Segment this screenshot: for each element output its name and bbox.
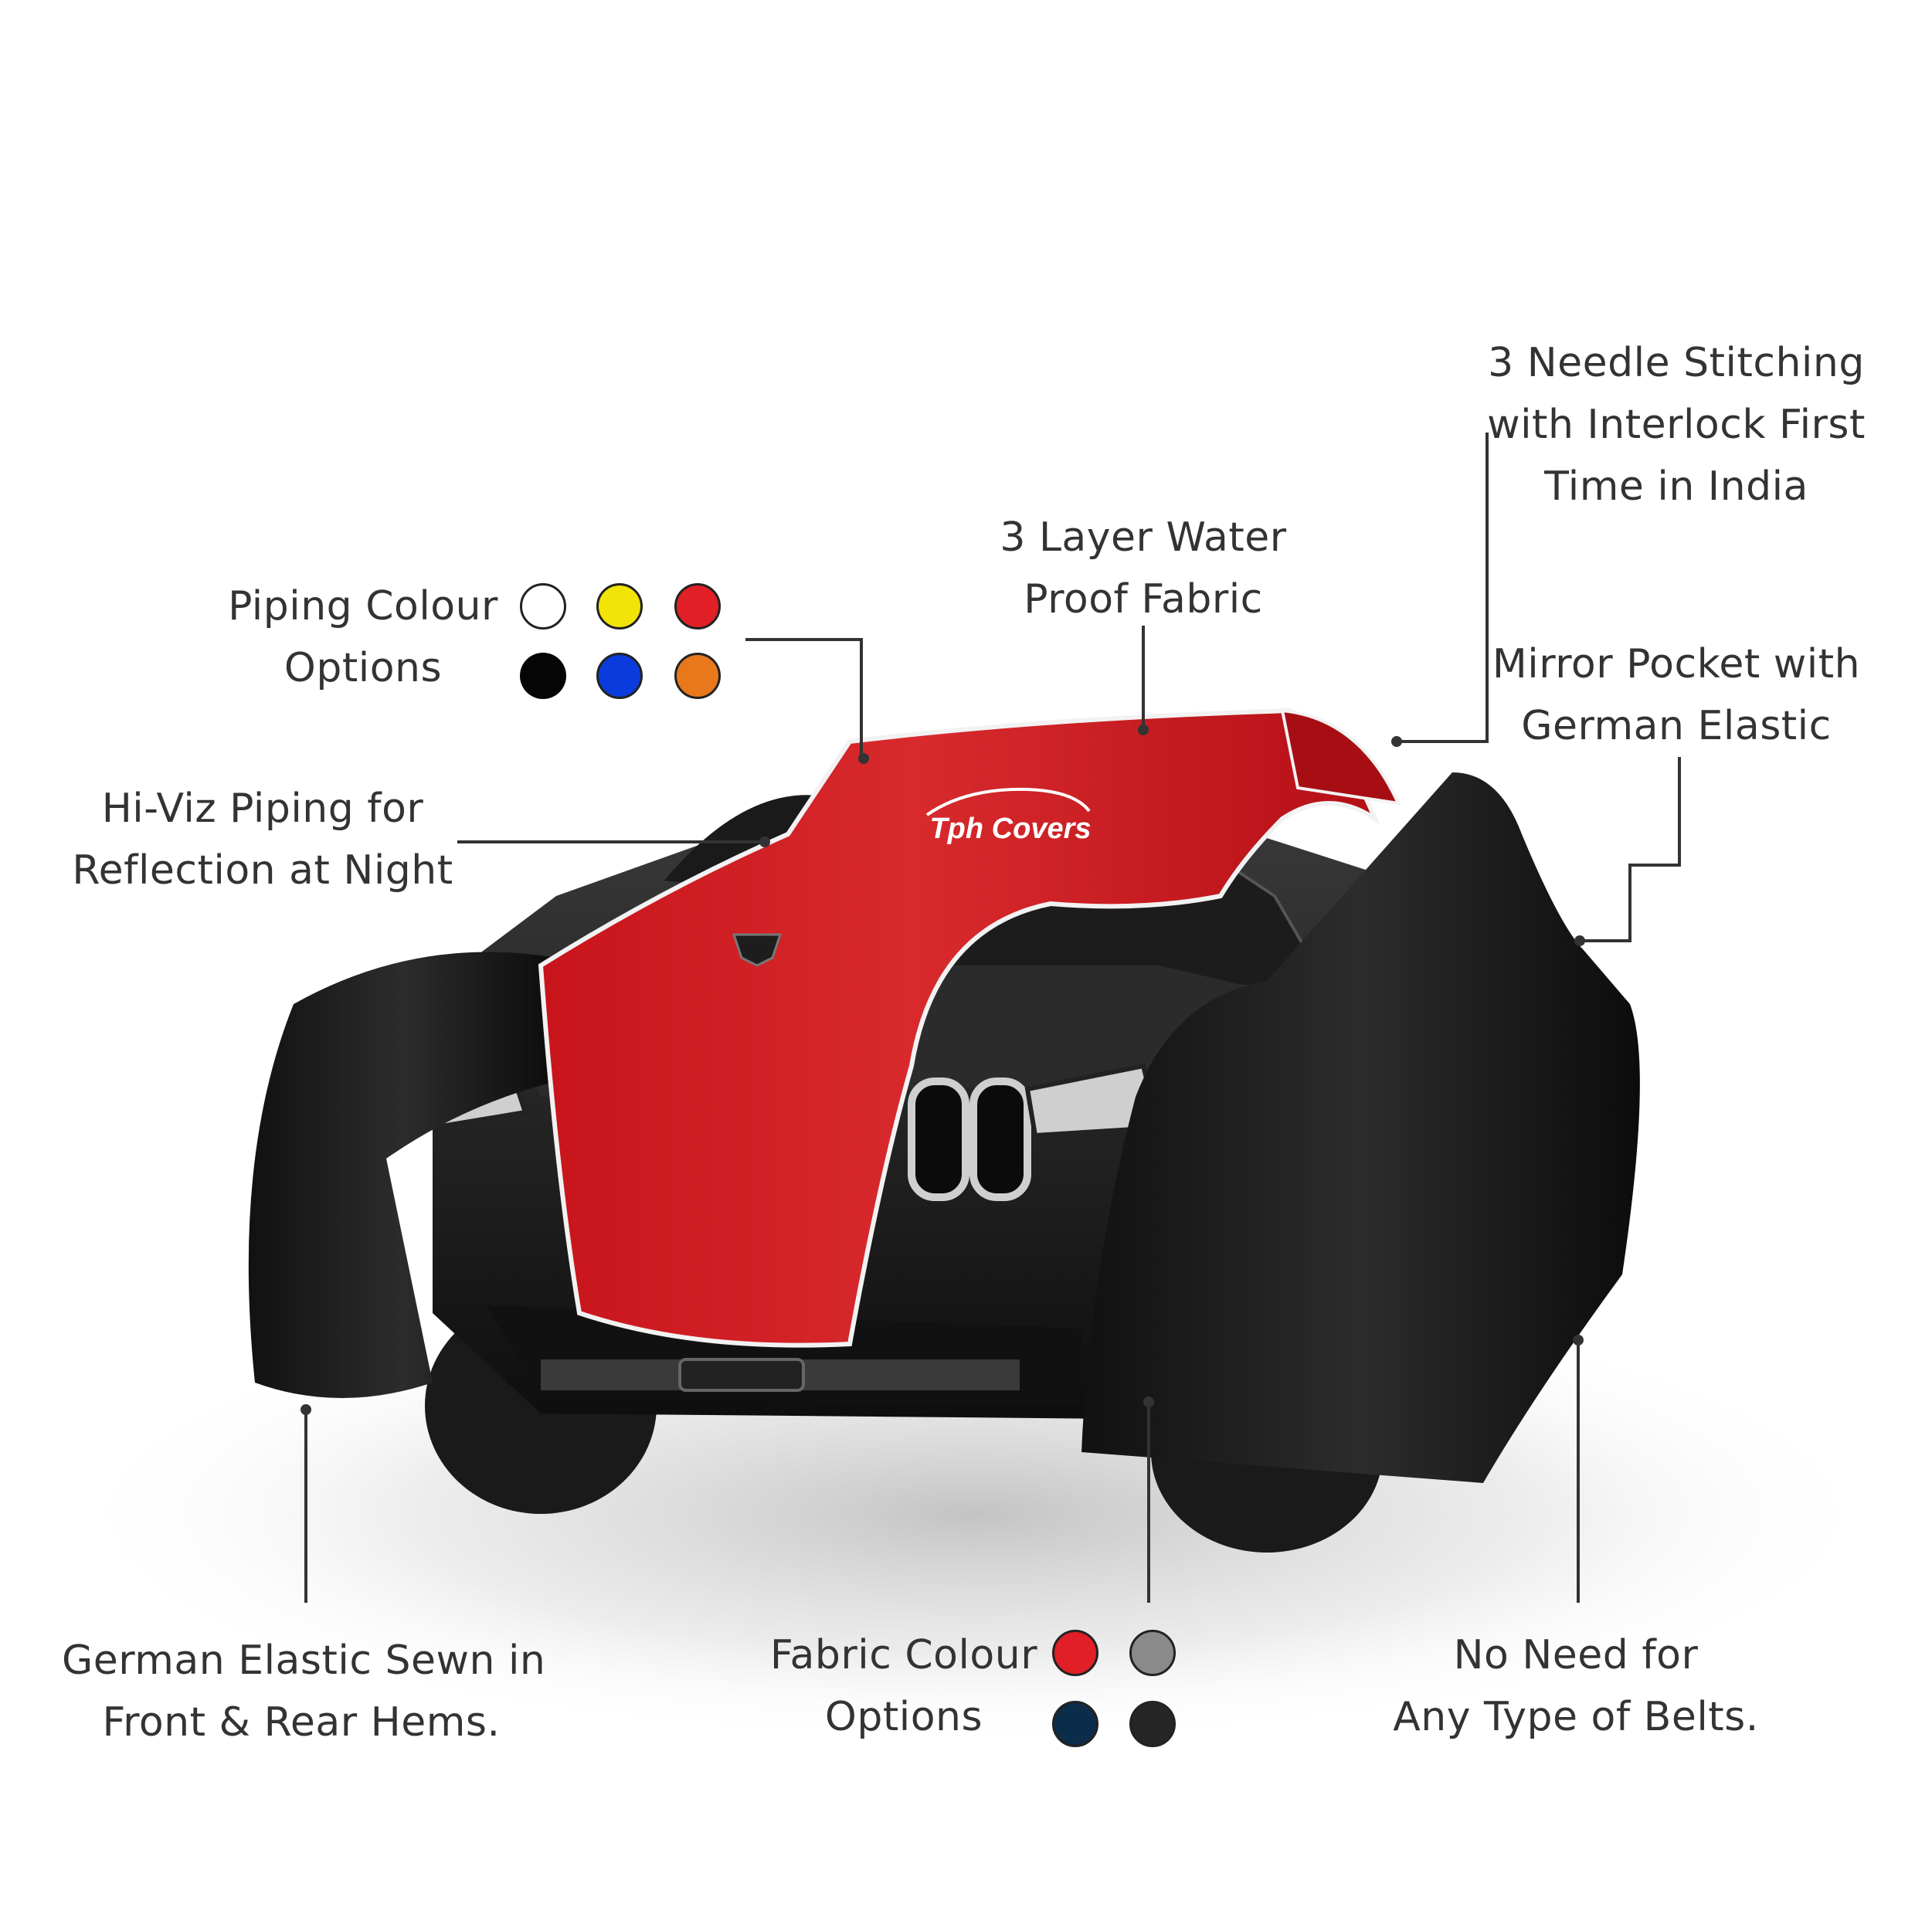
callout-stitching: 3 Needle Stitching with Interlock First … bbox=[1487, 340, 1866, 510]
right-side-cover bbox=[1081, 772, 1640, 1483]
callout-piping-colour: Piping Colour Options bbox=[228, 583, 498, 691]
fabric-swatch-navy[interactable] bbox=[1052, 1701, 1098, 1747]
piping-swatch-blue[interactable] bbox=[596, 653, 643, 699]
fabric-swatch-grey[interactable] bbox=[1129, 1630, 1176, 1676]
leader-piping bbox=[745, 638, 865, 760]
piping-swatch-black[interactable] bbox=[520, 653, 566, 699]
callout-fabric-colour: Fabric Colour Options bbox=[769, 1632, 1038, 1740]
piping-swatch-red[interactable] bbox=[674, 583, 721, 630]
callout-mirror-pocket: Mirror Pocket with German Elastic bbox=[1492, 641, 1861, 749]
callout-german-elastic: German Elastic Sewn in Front & Rear Hems… bbox=[62, 1637, 546, 1746]
leader-mirror bbox=[1580, 757, 1681, 942]
red-cover-roof-flap bbox=[1280, 708, 1401, 806]
left-side-cover bbox=[248, 952, 556, 1398]
brand-badge-icon bbox=[732, 933, 783, 967]
leader-dots bbox=[300, 725, 1585, 1415]
logo-car-outline-icon bbox=[925, 787, 1091, 816]
callout-water-proof: 3 Layer Water Proof Fabric bbox=[1000, 514, 1287, 623]
piping-swatch-white[interactable] bbox=[520, 583, 566, 630]
callout-hi-viz: Hi-Viz Piping for Reflection at Night bbox=[72, 786, 453, 894]
kidney-grille bbox=[908, 1077, 1031, 1201]
piping-swatch-yellow[interactable] bbox=[596, 583, 643, 630]
left-wing-flap bbox=[664, 795, 819, 883]
fabric-swatch-red[interactable] bbox=[1052, 1630, 1098, 1676]
fabric-swatch-black[interactable] bbox=[1129, 1701, 1176, 1747]
piping-swatch-orange[interactable] bbox=[674, 653, 721, 699]
brand-logo-text: Tph Covers bbox=[929, 813, 1091, 845]
number-plate-slot bbox=[678, 1358, 805, 1392]
callout-no-belts: No Need for Any Type of Belts. bbox=[1393, 1632, 1759, 1740]
